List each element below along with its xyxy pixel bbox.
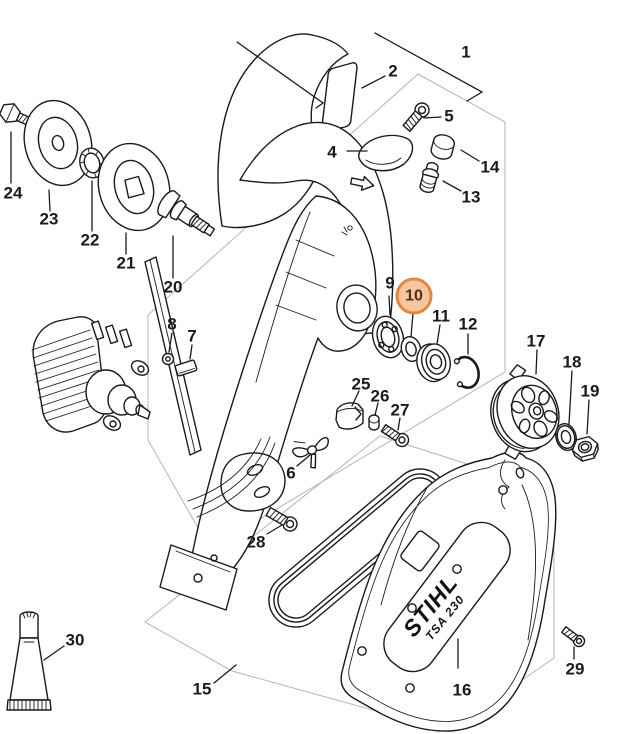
motor-assembly-illustration [31, 316, 151, 433]
part-17-pulley-illustration [490, 364, 560, 460]
part-label-2[interactable]: 2 [388, 62, 397, 81]
part-label-19[interactable]: 19 [581, 382, 600, 401]
part-label-13[interactable]: 13 [462, 188, 481, 207]
leader-9 [388, 295, 391, 316]
part-label-17[interactable]: 17 [527, 332, 546, 351]
part-25-clamp-illustration [335, 402, 364, 430]
part-label-24[interactable]: 24 [4, 184, 23, 203]
part-label-14[interactable]: 14 [481, 158, 500, 177]
leader-8 [168, 332, 173, 353]
leader-19 [586, 399, 590, 435]
leader-7 [189, 344, 193, 360]
part-30-tube-illustration [6, 611, 52, 711]
part-14-cap-illustration [430, 134, 456, 160]
part-labels: 1 2 4 5 6 7 8 9 11 12 13 14 15 16 17 18 … [4, 43, 600, 700]
leader-1a [236, 41, 325, 109]
part-label-20[interactable]: 20 [164, 278, 183, 297]
part-label-27[interactable]: 27 [391, 401, 410, 420]
part-label-18[interactable]: 18 [563, 353, 582, 372]
leader-lines [10, 32, 590, 684]
leader-23 [48, 189, 51, 212]
highlight-circle[interactable] [395, 277, 433, 315]
part-18-washer-illustration [555, 423, 577, 451]
part-label-22[interactable]: 22 [81, 231, 100, 250]
leader-13 [442, 180, 462, 192]
part-9-ball-bearing-illustration [371, 315, 405, 359]
part-label-5[interactable]: 5 [444, 107, 453, 126]
part-label-28[interactable]: 28 [247, 533, 266, 552]
part-27-screw-illustration [380, 423, 410, 448]
leader-26 [374, 402, 379, 416]
part-label-16[interactable]: 16 [453, 681, 472, 700]
part-6-wing-screw-illustration [292, 436, 329, 469]
part-label-1[interactable]: 1 [461, 43, 470, 62]
leader-18 [568, 370, 573, 425]
leader-5 [423, 116, 442, 119]
part-11-ball-bearing-illustration [416, 343, 451, 383]
small-decal [347, 225, 353, 231]
part-label-21[interactable]: 21 [117, 254, 136, 273]
housing-bore [336, 284, 378, 332]
part-label-26[interactable]: 26 [371, 387, 390, 406]
leader-17 [535, 349, 538, 375]
part-13-plug-illustration [419, 162, 440, 193]
leader-1b [374, 32, 484, 102]
part-label-23[interactable]: 23 [40, 210, 59, 229]
part-label-8[interactable]: 8 [167, 315, 176, 334]
cover-hook-detail [500, 459, 510, 510]
part-20-spindle-illustration [157, 190, 216, 237]
part-8-nut-illustration [161, 352, 175, 366]
part-7-key-illustration [174, 359, 198, 377]
part-12-circlip-illustration [453, 355, 480, 389]
part-5-screw-illustration [402, 102, 430, 132]
part-label-10[interactable]: 10 [405, 288, 423, 305]
part-label-9[interactable]: 9 [385, 274, 394, 293]
part-10-washer-illustration [400, 335, 422, 363]
highlight-part-10[interactable]: 10 [395, 277, 433, 315]
motor-terminals [90, 320, 133, 349]
leader-2 [361, 75, 386, 89]
arrow-decal-icon [349, 175, 375, 191]
part-label-29[interactable]: 29 [566, 660, 585, 679]
motor-mount-tabs [102, 360, 150, 431]
leader-14 [460, 149, 480, 162]
cover-boss [400, 530, 440, 572]
part-label-12[interactable]: 12 [459, 315, 478, 334]
leader-30 [43, 645, 65, 661]
leader-10 [410, 312, 414, 338]
part-label-4[interactable]: 4 [327, 143, 337, 162]
leader-28 [266, 524, 283, 535]
part-28-screw-illustration [265, 506, 298, 532]
part-label-25[interactable]: 25 [352, 375, 371, 394]
part-label-6[interactable]: 6 [286, 464, 295, 483]
part-21-clamping-disc-illustration [97, 142, 171, 232]
part-19-nut-illustration [571, 435, 599, 462]
cover-recess [383, 521, 511, 673]
part-4-deflector-illustration [357, 134, 414, 172]
leader-11 [436, 324, 441, 345]
part-23-washer-illustration [23, 99, 93, 187]
part-label-7[interactable]: 7 [187, 327, 196, 346]
leader-25 [351, 390, 360, 407]
part-29-screw-illustration [561, 626, 586, 648]
leader-27 [397, 417, 401, 431]
part-label-30[interactable]: 30 [66, 631, 85, 650]
part-label-15[interactable]: 15 [193, 680, 212, 699]
part-26-sleeve-illustration [368, 414, 380, 431]
part-16-cover-illustration: STIHL TSA 230 [340, 451, 557, 732]
part-label-11[interactable]: 11 [432, 307, 450, 326]
leader-15 [213, 664, 237, 684]
leader-6 [296, 454, 311, 467]
